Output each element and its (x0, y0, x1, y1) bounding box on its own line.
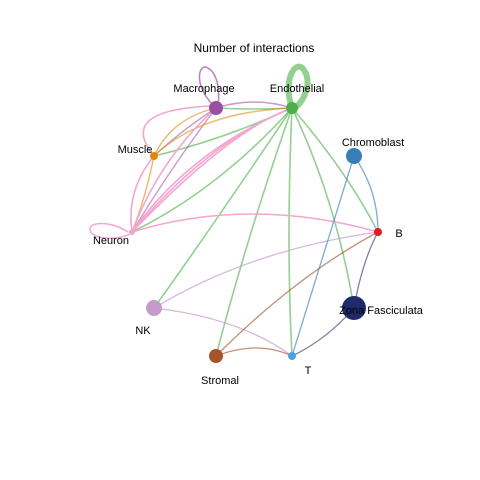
label-nk: NK (135, 325, 151, 337)
edge-muscle-endothelial (153, 107, 293, 157)
edge-neuron-macrophage (131, 107, 217, 233)
label-endothelial: Endothelial (270, 83, 324, 95)
edge-endothelial-neuron (131, 107, 293, 233)
node-zona-fasciculata (342, 296, 366, 320)
edge-endothelial-nk (153, 107, 293, 309)
node-t (288, 352, 296, 360)
edge-endothelial-t (288, 107, 293, 357)
edge-stromal-b (215, 231, 379, 357)
edge-chromoblast-b (353, 155, 379, 233)
label-t: T (305, 365, 312, 377)
edge-neuron-endothelial-2 (131, 107, 293, 233)
label-macrophage: Macrophage (173, 83, 234, 95)
node-nk (146, 300, 162, 316)
edge-endothelial-stromal (215, 107, 293, 357)
label-muscle: Muscle (118, 144, 153, 156)
node-b (374, 228, 382, 236)
edge-neuron-muscle (130, 155, 155, 233)
edge-endothelial-self (285, 63, 311, 111)
edge-muscle-macrophage (153, 107, 217, 157)
edge-macrophage-neuron (131, 107, 217, 233)
label-stromal: Stromal (201, 375, 239, 387)
edge-neuron-endothelial-1 (131, 107, 293, 233)
node-stromal (209, 349, 223, 363)
nodes (129, 101, 382, 363)
node-neuron (129, 229, 135, 235)
label-zona-fasciculata: Zona Fasciculata (339, 305, 424, 317)
edges (89, 63, 379, 357)
node-endothelial (286, 102, 298, 114)
edge-neuron-endothelial-3 (131, 107, 293, 233)
edge-endothelial-b (291, 107, 379, 233)
labels: Macrophage Endothelial Chromoblast B Zon… (93, 83, 424, 387)
edge-macrophage-muscle (153, 107, 217, 157)
edge-macrophage-endothelial (215, 101, 293, 109)
edge-endothelial-zona (291, 107, 355, 309)
node-muscle (150, 152, 158, 160)
edge-stromal-t (215, 347, 293, 357)
node-chromoblast (346, 148, 362, 164)
node-macrophage (209, 101, 223, 115)
edge-muscle-neuron-arc (142, 105, 213, 157)
edge-neuron-b (131, 213, 379, 233)
edge-nk-b (153, 231, 379, 309)
label-b: B (395, 228, 402, 240)
edge-macrophage-self (198, 66, 220, 105)
label-chromoblast: Chromoblast (342, 137, 404, 149)
edge-neuron-self (89, 222, 131, 239)
edge-chromoblast-t (291, 155, 355, 357)
label-neuron: Neuron (93, 235, 129, 247)
diagram-title: Number of interactions (194, 41, 315, 55)
edge-nk-t (153, 307, 293, 357)
